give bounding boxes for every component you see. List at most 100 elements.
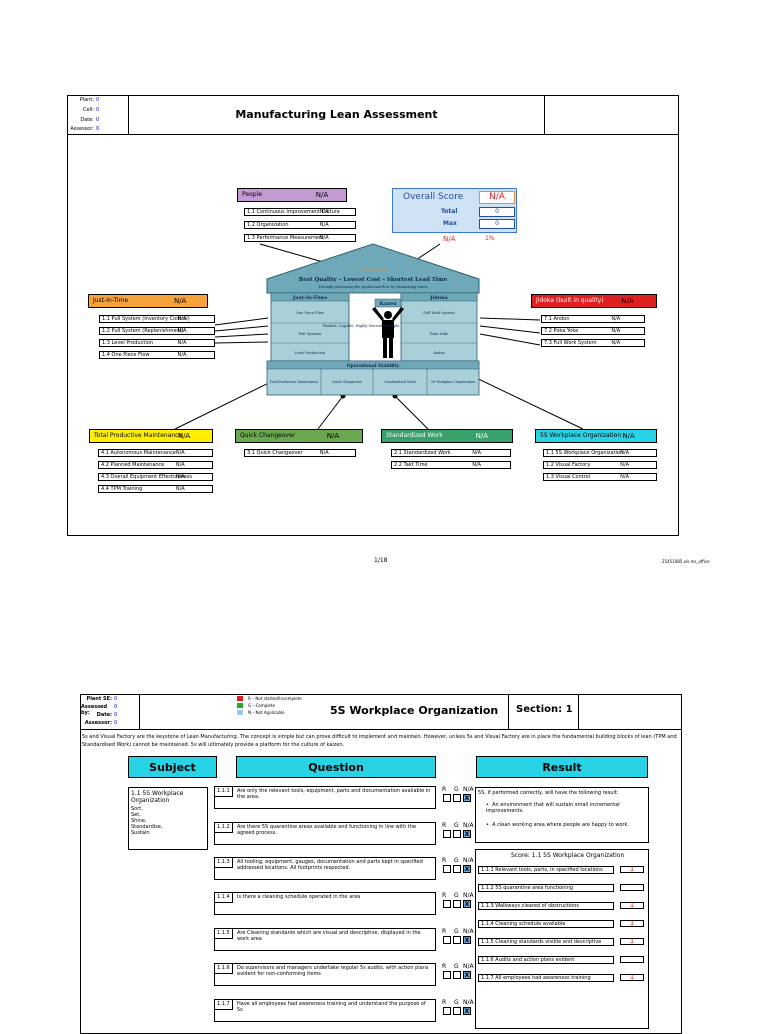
green-check[interactable] bbox=[453, 830, 461, 838]
file-reference: 25451085.xls.ms_office bbox=[662, 559, 710, 564]
rgn-label: N/A bbox=[463, 786, 474, 793]
score-value: 1 bbox=[620, 920, 644, 927]
p2-meta-value: 0 bbox=[114, 712, 118, 718]
subject-line: Set, bbox=[131, 812, 141, 818]
green-check[interactable] bbox=[453, 900, 461, 908]
score-row: 1.1.2 5S quarantine area functioning bbox=[478, 884, 614, 892]
jidoka-category: Jidoka (built in quality) N/A bbox=[531, 294, 657, 308]
p2-meta-label: Plant SE: bbox=[86, 696, 112, 702]
na-check[interactable]: X bbox=[463, 900, 471, 908]
page2-header-col1 bbox=[139, 694, 140, 730]
green-check[interactable] bbox=[453, 794, 461, 802]
green-check[interactable] bbox=[453, 1007, 461, 1015]
red-check[interactable] bbox=[443, 830, 451, 838]
right-cell-2: Poka Yoke bbox=[430, 332, 448, 336]
na-check[interactable]: X bbox=[463, 865, 471, 873]
question-number: 1.1.4 bbox=[215, 893, 233, 903]
p2-meta-label: Assessed by: bbox=[81, 704, 108, 716]
rgn-label: N/A bbox=[463, 892, 474, 899]
red-check[interactable] bbox=[443, 794, 451, 802]
house-right-header bbox=[400, 292, 478, 302]
rgn-label: N/A bbox=[463, 928, 474, 935]
red-check[interactable] bbox=[443, 936, 451, 944]
question-text: Are there 5S quarantine areas available … bbox=[237, 824, 417, 836]
legend-na-swatch bbox=[237, 710, 243, 715]
right-pillar-title: Jidoka bbox=[429, 295, 449, 301]
subject-line: Standardise, bbox=[131, 824, 163, 830]
overall-score-box: Overall Score N/A Total 0 Max 0 bbox=[392, 188, 517, 233]
jit-category: Just-In-Time N/A bbox=[88, 294, 208, 308]
rgn-label: G bbox=[454, 963, 459, 970]
result-box: 5S, if performed correctly, will have th… bbox=[475, 787, 649, 843]
sw-value: N/A bbox=[475, 432, 488, 440]
tpm-title: Total Productive Maintenance bbox=[94, 432, 183, 439]
lean-house-diagram: Lean Target Best Quality – Lowest Cost –… bbox=[266, 243, 480, 396]
fives-title: 5S Workplace Organization bbox=[540, 432, 622, 439]
green-check[interactable] bbox=[453, 971, 461, 979]
rgn-label: G bbox=[454, 786, 459, 793]
status-legend: R – Not started/Incomplete G – Complete … bbox=[237, 696, 327, 726]
rgn-label: G bbox=[454, 892, 459, 899]
page2-header-divider bbox=[80, 729, 682, 730]
rgn-label: G bbox=[454, 928, 459, 935]
rgn-label: N/A bbox=[463, 963, 474, 970]
na-check[interactable]: X bbox=[463, 936, 471, 944]
jit-value: N/A bbox=[173, 297, 187, 305]
red-check[interactable] bbox=[443, 971, 451, 979]
overall-total-label: Total bbox=[441, 208, 458, 215]
na-check[interactable]: X bbox=[463, 830, 471, 838]
sw-category: Standardized Work N/A bbox=[381, 429, 513, 443]
overall-score-title: Overall Score bbox=[403, 192, 464, 202]
result-header-label: Result bbox=[542, 761, 582, 774]
overall-score-value: N/A bbox=[479, 191, 515, 204]
question-number: 1.1.2 bbox=[215, 823, 233, 833]
left-cell-2: Pull Systems bbox=[299, 332, 322, 336]
score-row: 1.1.7 All employees had awareness traini… bbox=[478, 974, 614, 982]
p2-meta-value: 0 bbox=[114, 704, 118, 710]
na-check[interactable]: X bbox=[463, 1007, 471, 1015]
red-check[interactable] bbox=[443, 900, 451, 908]
qc-title: Quick Changeover bbox=[240, 432, 296, 439]
red-check[interactable] bbox=[443, 865, 451, 873]
subject-header-label: Subject bbox=[149, 761, 196, 774]
sw-title: Standardized Work bbox=[386, 432, 443, 439]
fives-category: 5S Workplace Organization N/A bbox=[535, 429, 657, 443]
na-check[interactable]: X bbox=[463, 794, 471, 802]
connector-lines bbox=[174, 243, 584, 430]
left-pillar-title: Just-In-Time bbox=[292, 295, 328, 301]
question-number: 1.1.7 bbox=[215, 1000, 233, 1010]
meta-assessor-label: Assessor: bbox=[70, 126, 94, 132]
page-number: 1/18 bbox=[374, 557, 388, 564]
legend-red-swatch bbox=[237, 696, 243, 701]
green-check[interactable] bbox=[453, 936, 461, 944]
kaizen-person-figure bbox=[372, 307, 404, 358]
green-check[interactable] bbox=[453, 865, 461, 873]
score-title: Score: 1.1 5S Workplace Organization bbox=[511, 852, 625, 859]
people-value: N/A bbox=[315, 191, 329, 199]
overall-max-label: Max bbox=[443, 220, 457, 227]
question-box: 1.1.2 Are there 5S quarantine areas avail… bbox=[214, 822, 436, 845]
center-text: Flexible, Capable, Highly Motivated Peop… bbox=[323, 324, 400, 328]
red-check[interactable] bbox=[443, 1007, 451, 1015]
na-check[interactable]: X bbox=[463, 971, 471, 979]
legend-na-label: N – Not Applicable bbox=[248, 710, 285, 715]
rgn-label: N/A bbox=[463, 857, 474, 864]
rgn-label: N/A bbox=[463, 999, 474, 1006]
question-header-label: Question bbox=[308, 761, 364, 774]
rgn-label: R bbox=[442, 928, 447, 935]
section-label: Section: 1 bbox=[516, 704, 573, 715]
kaizen-label-box bbox=[374, 298, 402, 308]
question-number: 1.1.3 bbox=[215, 858, 233, 868]
question-text: Are only the relevant tools, equipment, … bbox=[237, 788, 431, 800]
score-value: 1 bbox=[620, 938, 644, 945]
